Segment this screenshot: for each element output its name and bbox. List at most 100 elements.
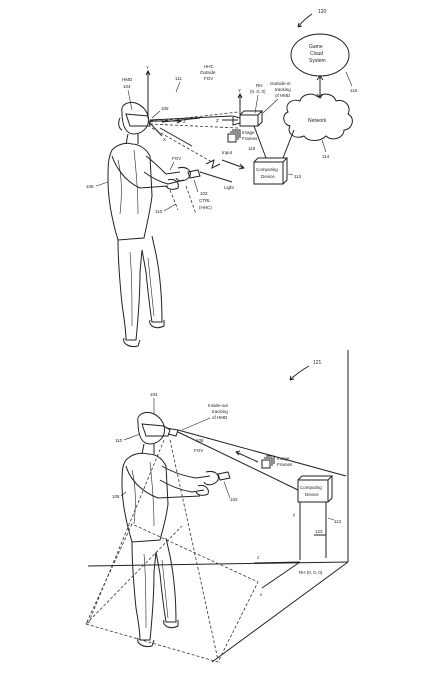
- fig2-user-leader: [120, 491, 127, 497]
- fig2-axis-z-label: z: [257, 555, 260, 560]
- fig2-image-frames-label-2: Frames: [277, 462, 293, 467]
- tracking-ray-2: [159, 127, 193, 147]
- computing-device-label-1: Computing: [256, 167, 278, 172]
- fig1-110-number: 110: [155, 209, 163, 214]
- fig1-ref-number: 120: [318, 9, 327, 15]
- outside-in-label-3: of HMD: [275, 93, 291, 98]
- camera-axis-y-head: [237, 92, 243, 99]
- game-cloud-label-1: Game: [309, 44, 323, 50]
- fig2-ray-to-device: [177, 431, 299, 491]
- computing-device-label-2: Device: [261, 174, 275, 179]
- figure-1: 120 Game Cloud System 116 Network 114 Co…: [86, 9, 358, 347]
- hmd-label: HMD: [122, 77, 133, 82]
- network-number: 114: [322, 154, 330, 159]
- computing-device-leader: [287, 173, 294, 176]
- fig2-image-frames-icon: [261, 455, 275, 469]
- controller-label-2: (HHC): [199, 205, 212, 210]
- hmd-axis-y-label: Y: [146, 65, 149, 70]
- outside-in-label-1: Outside-in: [270, 81, 291, 86]
- fig2-123-number: 123: [315, 529, 323, 534]
- input-arrow: [221, 159, 246, 170]
- fig2-104-number: 104: [150, 392, 158, 397]
- inside-out-label-3: of HMD: [212, 415, 228, 420]
- game-cloud-number: 116: [350, 88, 358, 93]
- light-ray: [199, 171, 233, 183]
- fig2-fov-down-left: [87, 439, 165, 625]
- network-leader: [321, 139, 327, 153]
- fig2-controller-leader: [223, 481, 231, 499]
- fig1-ref-arrow: [297, 13, 313, 28]
- image-frames-label-2: Frames: [242, 136, 258, 141]
- fig2-112-number: 112: [334, 519, 342, 524]
- hhc-fov-label-3: FOV: [204, 76, 213, 81]
- hmd-axis-z-head: [176, 118, 183, 124]
- tracking-area-dashed: [85, 523, 259, 663]
- user-figure-1: [107, 101, 201, 347]
- inside-out-leader: [181, 417, 211, 431]
- fig2-112-leader: [327, 517, 335, 521]
- camera-body: [232, 110, 264, 127]
- image-frames-icon: [227, 129, 241, 143]
- fov-region-leader: [175, 81, 181, 93]
- hmd-108-number: 108: [161, 106, 169, 111]
- image-frames-number: 118: [248, 146, 256, 151]
- controller-leader: [193, 179, 199, 193]
- computing-device-number: 112: [294, 174, 302, 179]
- fig2-axis-z: [253, 561, 301, 564]
- image-frames-label-1: Image: [242, 130, 255, 135]
- user-figure-2: [121, 411, 231, 647]
- input-label: Input: [222, 150, 233, 155]
- controller-label-1: CTRL: [199, 198, 211, 203]
- fig2-ref-number: 121: [313, 360, 322, 366]
- fig2-user-number: 106: [112, 494, 120, 499]
- fig2-image-frames-label-1: Image: [277, 456, 290, 461]
- fov-region-number: 111: [175, 76, 182, 81]
- fig1-dashed-extension: [169, 185, 197, 215]
- fov-label: FOV: [172, 156, 181, 161]
- hmd-axis-y-head: [145, 69, 151, 76]
- computing-device-box: [253, 157, 289, 185]
- game-cloud-label-3: System: [309, 58, 326, 64]
- network-computing-link: [282, 129, 295, 159]
- game-cloud-label-2: Cloud: [310, 51, 323, 57]
- camera-rh-leader: [254, 94, 259, 114]
- camera-stand: [253, 125, 267, 159]
- fig1-110-leader: [163, 203, 177, 212]
- cloud-network-arrowheads: [316, 75, 324, 99]
- user-leader: [95, 181, 109, 187]
- fov-line-down: [151, 127, 213, 163]
- fig2-ray-wall: [177, 429, 347, 477]
- fov-line-hmd-outer: [149, 115, 233, 121]
- fig2-image-arrow: [235, 450, 259, 463]
- hmd-leader: [127, 89, 133, 111]
- network-cloud-shape: [283, 93, 353, 141]
- fov-line-lower: [149, 123, 239, 129]
- outside-in-label-2: tracking: [275, 87, 291, 92]
- camera-axis-y-label: Y: [238, 88, 241, 93]
- camera-rh-label: RH: [256, 83, 263, 88]
- inside-out-label-1: Inside-out: [208, 403, 229, 408]
- outside-in-leader: [262, 98, 279, 114]
- fig2-110-leader: [123, 433, 141, 441]
- fig2-axis-y-label: y: [293, 512, 296, 517]
- hmd-axis-x-label: X: [163, 137, 166, 142]
- fig2-axis-x: [261, 561, 301, 589]
- fig2-controller-number: 102: [230, 497, 238, 502]
- camera-rh-coords: (0, 0, 0): [250, 89, 266, 94]
- fig2-computing-label-2: Device: [305, 492, 319, 497]
- inside-out-label-2: tracking: [212, 409, 228, 414]
- floor-side-edge: [211, 561, 349, 663]
- hmd-axis-x: [147, 120, 163, 137]
- hmd-axis-z-label: Z: [183, 119, 186, 124]
- fig2-rh-label: RH (0, 0, 0): [299, 570, 323, 575]
- game-cloud-leader: [345, 71, 353, 87]
- hmd-number: 104: [123, 84, 131, 89]
- zigzag-signal: [205, 159, 221, 169]
- fig2-computing-device-box: [297, 475, 334, 503]
- fig2-ref-arrow: [289, 365, 310, 381]
- fig2-110-number: 110: [115, 438, 123, 443]
- figure-2: 121 Computing Device 123 112 y z x RH (0…: [85, 350, 349, 663]
- fig2-computing-label-1: Computing: [300, 485, 322, 490]
- fig2-fov-down-right: [169, 439, 219, 661]
